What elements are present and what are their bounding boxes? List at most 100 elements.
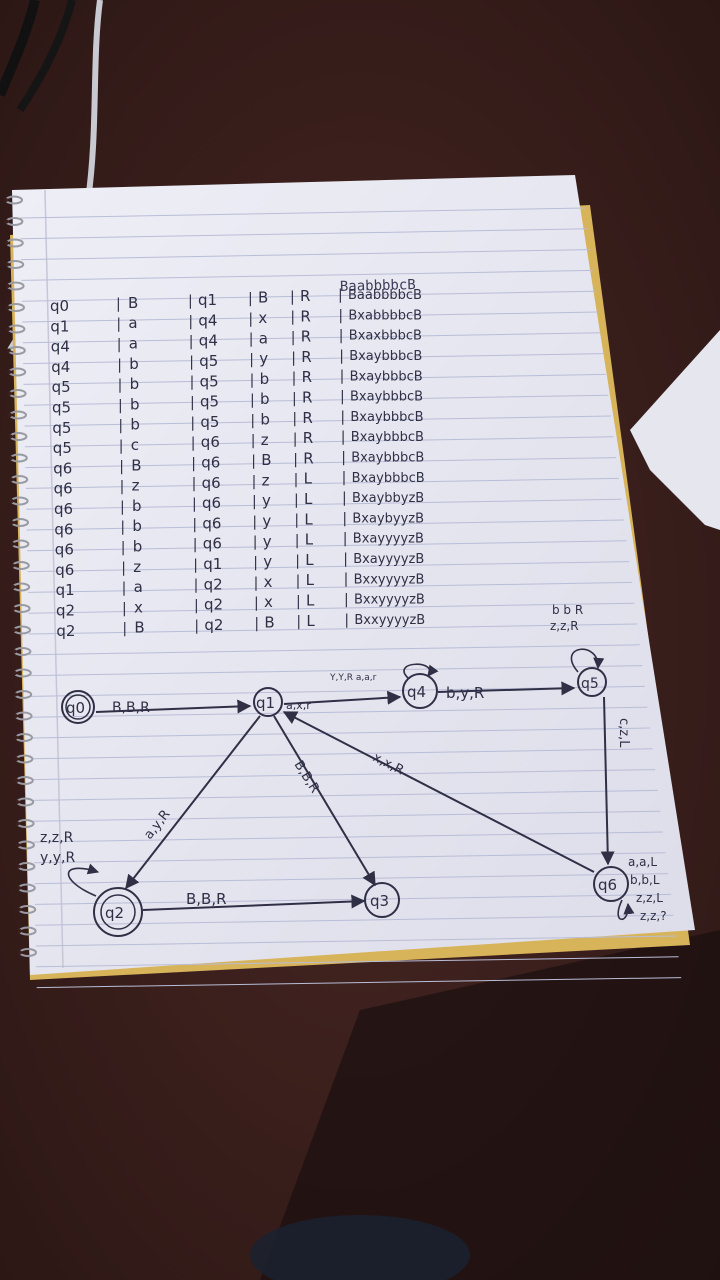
edge-q5-loop-label-1: b b R — [552, 603, 583, 617]
cell-separator: | — [338, 308, 343, 324]
cell-separator: | — [344, 572, 349, 588]
cell-separator: | — [190, 395, 195, 411]
cell-separator: | — [250, 393, 255, 409]
cell-separator: | — [116, 317, 121, 333]
state-q2-label: q2 — [105, 904, 124, 922]
cell-read: B — [131, 456, 141, 474]
cell-separator: | — [338, 287, 343, 303]
cell-move: L — [306, 592, 315, 610]
cell-next: q2 — [204, 575, 223, 593]
notebook-page — [12, 175, 695, 975]
cell-next: q5 — [200, 413, 219, 431]
blue-object — [250, 1215, 470, 1280]
cell-separator: | — [343, 551, 348, 567]
cell-separator: | — [116, 296, 121, 312]
page-margin-line — [44, 189, 64, 969]
black-cable-2 — [16, 0, 76, 113]
spiral-hole — [8, 413, 12, 417]
cell-separator: | — [290, 310, 295, 326]
cell-tape: BxaybbbcB — [351, 430, 424, 445]
cell-move: L — [304, 510, 313, 528]
cell-separator: | — [120, 499, 125, 515]
spiral-hole — [12, 671, 17, 675]
cell-next: q2 — [204, 616, 223, 634]
cell-move: R — [300, 307, 310, 325]
cell-tape: BxaxbbbcB — [349, 329, 422, 344]
cell-separator: | — [117, 337, 122, 353]
cell-separator: | — [341, 450, 346, 466]
torn-paper-scrap — [630, 330, 720, 530]
rule-line — [21, 290, 596, 302]
spiral-hole — [13, 692, 18, 697]
cell-move: R — [302, 409, 312, 427]
cell-separator: | — [342, 470, 347, 486]
spiral-hole — [4, 219, 9, 224]
cell-separator: | — [343, 531, 348, 547]
cell-write: z — [261, 431, 269, 449]
spiral-hole — [13, 714, 18, 718]
cell-read: b — [133, 537, 143, 555]
cell-separator: | — [120, 479, 125, 495]
cell-separator: | — [295, 533, 300, 549]
cell-separator: | — [251, 433, 256, 449]
cell-write: y — [259, 350, 268, 368]
cell-state: q2 — [56, 602, 75, 620]
cell-separator: | — [192, 476, 197, 492]
cell-separator: | — [293, 432, 298, 448]
cell-write: x — [264, 573, 273, 591]
cell-state: q6 — [53, 459, 72, 477]
edge-q5-q6 — [600, 696, 615, 866]
cell-separator: | — [121, 540, 126, 556]
edge-q2-loop-label-1: z,z,R — [40, 830, 74, 846]
cell-state: q0 — [50, 297, 69, 315]
cell-separator: | — [340, 389, 345, 405]
cell-separator: | — [188, 293, 193, 309]
rule-line — [36, 977, 682, 989]
cell-separator: | — [291, 330, 296, 346]
cell-read: B — [128, 294, 138, 312]
cell-tape: BaabbbbcB — [348, 288, 422, 303]
cell-tape: BxaybbbcB — [349, 349, 422, 364]
rule-line — [23, 353, 604, 365]
edge-q4-loop-label: Y,Y,R a,a,r — [329, 673, 377, 683]
edge-q6-q1 — [282, 711, 595, 873]
cell-next: q4 — [199, 332, 218, 350]
cell-move: R — [303, 429, 313, 447]
cell-separator: | — [294, 513, 299, 529]
cell-separator: | — [292, 391, 297, 407]
cell-separator: | — [189, 334, 194, 350]
spiral-hole — [6, 348, 11, 353]
cell-next: q4 — [198, 311, 217, 329]
spiral-hole — [5, 262, 10, 267]
state-q0: q0 — [61, 690, 95, 724]
cell-separator: | — [342, 511, 347, 527]
cell-state: q4 — [51, 338, 70, 356]
cell-tape: BxaybbbcB — [352, 471, 425, 486]
rule-line — [34, 873, 669, 885]
spiral-hole — [15, 800, 20, 804]
cell-read: b — [130, 416, 140, 434]
cell-separator: | — [340, 409, 345, 425]
cell-next: q5 — [200, 372, 219, 390]
spiral-hole — [14, 778, 19, 783]
cell-state: q6 — [54, 520, 73, 538]
cell-separator: | — [253, 535, 258, 551]
edge-q6-loop-label-2: b,b,L — [630, 873, 660, 887]
cell-write: b — [260, 370, 270, 388]
cell-read: b — [130, 375, 140, 393]
cell-read: B — [134, 619, 144, 637]
cell-read: x — [134, 598, 143, 616]
edge-q1-q4 — [283, 690, 402, 705]
cell-separator: | — [254, 596, 259, 612]
cell-read: c — [131, 436, 139, 454]
spiral-hole — [9, 477, 14, 482]
rule-line — [32, 769, 656, 781]
edge-q4-q5-label: b,y,R — [446, 684, 484, 702]
